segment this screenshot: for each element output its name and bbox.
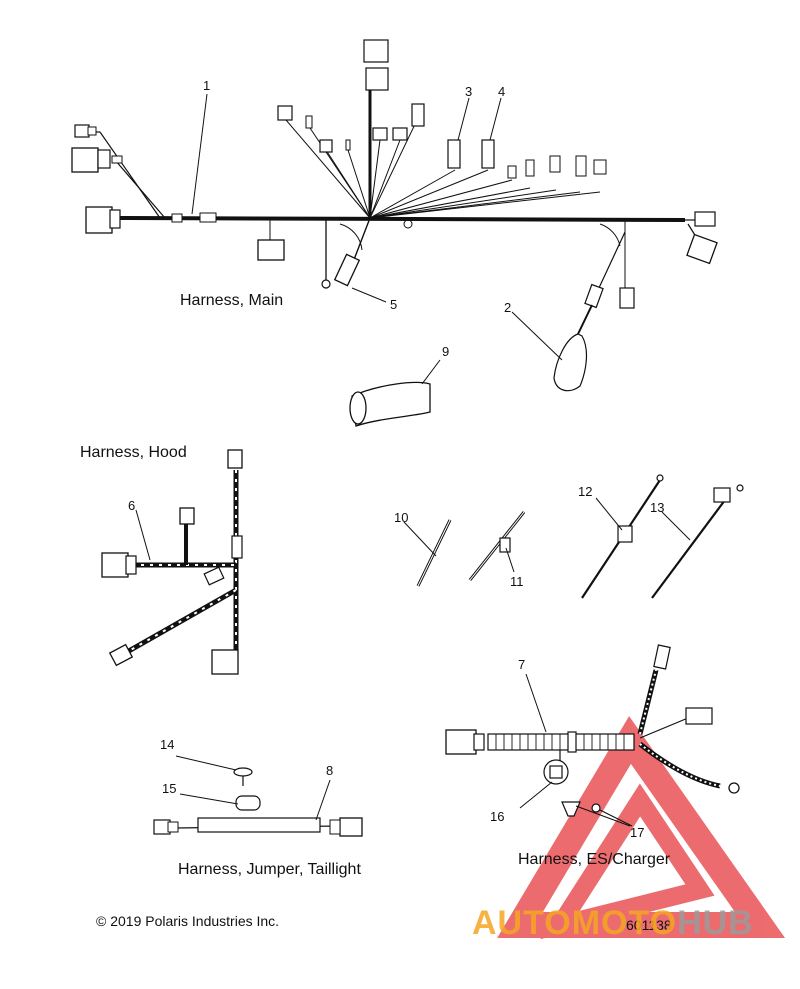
callout-15: 15 (162, 781, 177, 796)
callout-13: 13 (650, 500, 665, 515)
watermark-wordmark: AUTOMOTOHUB (472, 904, 754, 943)
callout-14: 14 (160, 737, 175, 752)
callout-9: 9 (442, 344, 450, 359)
section-title-es-charger: Harness, ES/Charger (518, 851, 671, 868)
callout-7: 7 (518, 657, 526, 672)
callout-3: 3 (465, 84, 473, 99)
watermark-text-part1: AUTOMOTO (472, 904, 678, 942)
callout-1: 1 (203, 78, 211, 93)
es-charger-harness-drawing (445, 644, 740, 827)
section-title-main: Harness, Main (180, 292, 284, 309)
document-number: 601138 (626, 917, 672, 933)
jumper-harness-drawing (153, 755, 363, 837)
watermark-logo-icon (497, 716, 786, 940)
callout-4: 4 (498, 84, 506, 99)
item-9-sleeve-drawing (349, 359, 441, 427)
callout-10: 10 (394, 510, 409, 525)
callout-11: 11 (510, 574, 524, 589)
hood-harness-drawing (101, 449, 243, 675)
callout-6: 6 (128, 498, 136, 513)
copyright-text: © 2019 Polaris Industries Inc. (96, 913, 280, 929)
main-harness-drawing (71, 39, 718, 392)
callout-5: 5 (390, 297, 398, 312)
section-title-jumper: Harness, Jumper, Taillight (178, 861, 361, 878)
callout-16: 16 (490, 809, 505, 824)
watermark-text-part2: HUB (677, 904, 754, 942)
callout-12: 12 (578, 484, 593, 499)
section-title-hood: Harness, Hood (80, 444, 187, 461)
callout-8: 8 (326, 763, 334, 778)
ties-drawing (403, 474, 744, 599)
callout-17: 17 (630, 825, 645, 840)
callout-2: 2 (504, 300, 512, 315)
